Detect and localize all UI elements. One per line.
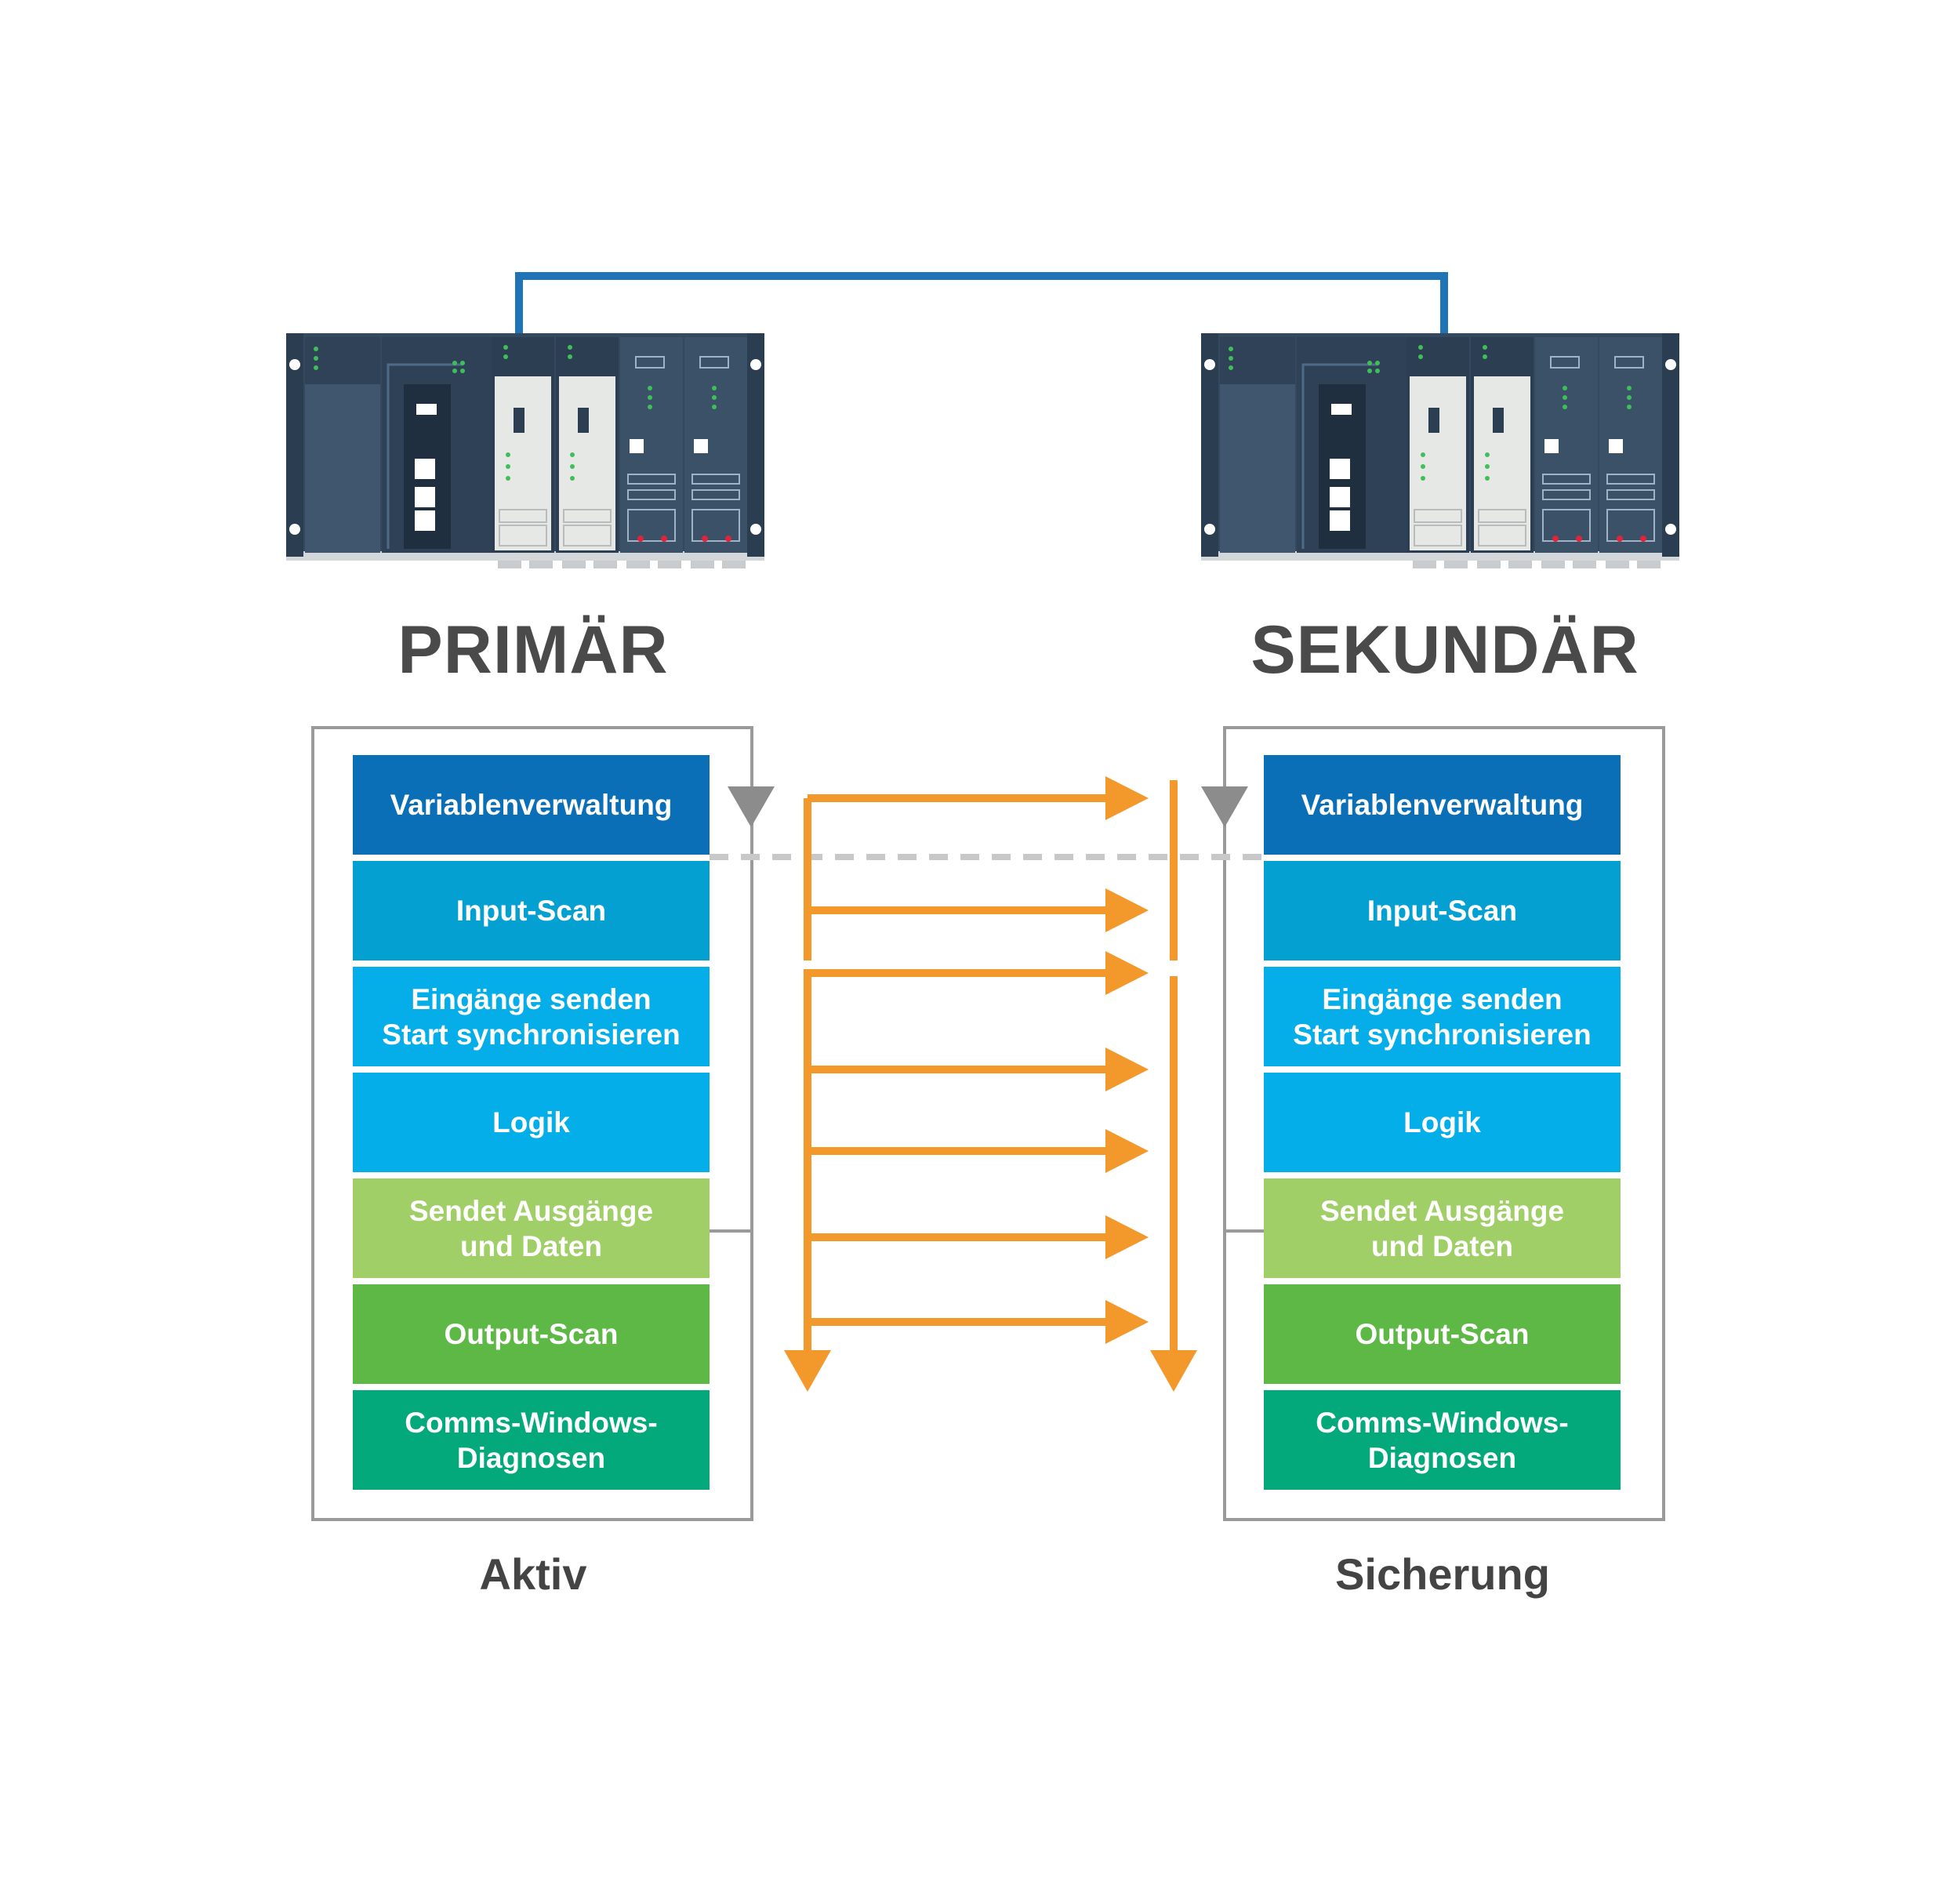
- primary-step-input-scan: Input-Scan: [353, 861, 710, 960]
- primary-step-logik: Logik: [353, 1073, 710, 1172]
- sync-arrows: [784, 776, 1197, 1392]
- primary-step-variablenverwaltung: Variablenverwaltung: [353, 755, 710, 855]
- primary-step-output-scan: Output-Scan: [353, 1284, 710, 1384]
- secondary-step-logik: Logik: [1264, 1073, 1621, 1172]
- secondary-title: SEKUNDÄR: [1250, 612, 1639, 688]
- secondary-state-label: Sicherung: [1335, 1549, 1550, 1599]
- scan-start-triangle-icon: [728, 786, 775, 827]
- primary-title: PRIMÄR: [397, 612, 669, 688]
- plc-rack-secondary-icon: [1200, 332, 1681, 570]
- secondary-step-input-scan: Input-Scan: [1264, 861, 1621, 960]
- secondary-step-variablenverwaltung: Variablenverwaltung: [1264, 755, 1621, 855]
- secondary-step-output-scan: Output-Scan: [1264, 1284, 1621, 1384]
- sync-link-cable: [515, 272, 1448, 337]
- secondary-step-comms-windows: Comms-Windows-Diagnosen: [1264, 1390, 1621, 1490]
- secondary-frame: [1223, 726, 1665, 1521]
- primary-frame: [311, 726, 753, 1521]
- primary-state-label: Aktiv: [479, 1549, 587, 1599]
- scan-start-triangle-icon: [1201, 786, 1248, 827]
- plc-rack-primary-icon: [285, 332, 766, 570]
- primary-step-comms-windows: Comms-Windows-Diagnosen: [353, 1390, 710, 1490]
